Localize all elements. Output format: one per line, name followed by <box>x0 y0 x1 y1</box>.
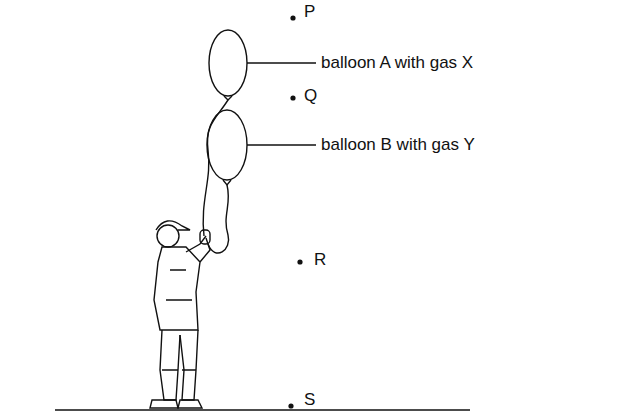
point-dot <box>290 95 295 100</box>
balloon-knot <box>224 96 232 100</box>
balloon-label: balloon A with gas X <box>321 53 473 73</box>
point-label: R <box>314 250 326 270</box>
point-label: P <box>304 2 315 22</box>
person-figure <box>150 221 210 408</box>
balloon-label: balloon B with gas Y <box>321 135 475 155</box>
leader-line <box>247 62 316 63</box>
point-label: S <box>304 390 315 410</box>
point-dot <box>297 259 302 264</box>
ground-line <box>55 409 470 411</box>
point-dot <box>288 403 293 408</box>
leader-line <box>247 144 316 145</box>
balloon-a <box>209 30 247 96</box>
balloon-string <box>208 185 229 253</box>
point-label: Q <box>304 86 317 106</box>
point-dot <box>290 15 295 20</box>
balloon-knot <box>223 180 231 185</box>
balloon-string <box>203 100 228 236</box>
